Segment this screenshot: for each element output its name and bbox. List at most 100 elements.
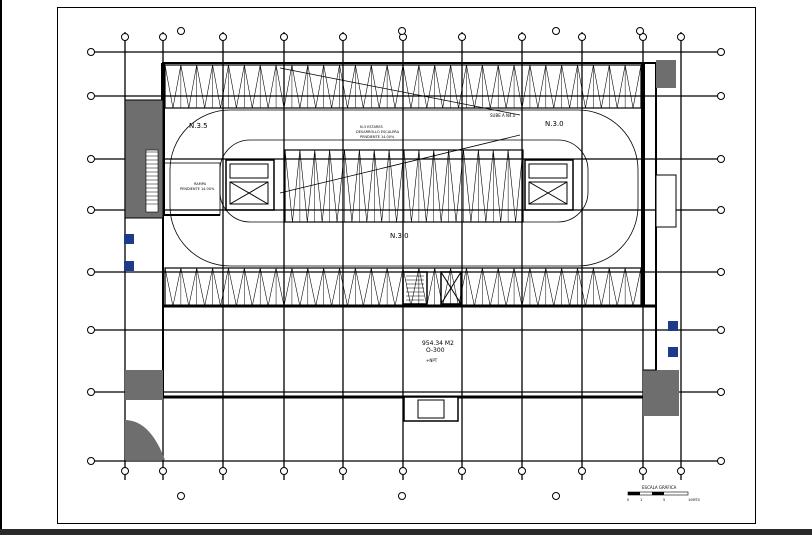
- left-note-2: PENDIENTE 14.00%: [180, 187, 215, 191]
- parking-stall: [196, 64, 213, 109]
- parking-stall: [507, 149, 524, 223]
- scale-bar: ESCALA GRÁFICA 0 1 5 10MTS: [627, 485, 701, 502]
- parking-stall: [492, 149, 509, 223]
- parking-stall: [529, 267, 547, 307]
- parking-stall: [359, 149, 375, 223]
- grid-bubble: [87, 92, 95, 100]
- parking-stall: [314, 149, 330, 223]
- scale-tick-0: 0: [627, 498, 629, 502]
- parking-stall: [529, 64, 547, 109]
- ramp-note-1: N-3 ESTARES: [360, 125, 384, 129]
- grid-bubble: [458, 467, 466, 475]
- parking-stall: [561, 267, 578, 307]
- parking-stall: [433, 149, 449, 223]
- grid-bubble: [677, 467, 685, 475]
- grid-bubble: [717, 48, 725, 56]
- parking-stall: [355, 267, 372, 307]
- grid-bubble: [639, 467, 647, 475]
- parking-stall: [608, 267, 626, 307]
- parking-stall: [466, 267, 483, 307]
- level-label-3: N.3.0: [390, 232, 409, 240]
- parking-stall: [497, 64, 515, 109]
- grid-bubble: [717, 206, 725, 214]
- right-block-top: [656, 60, 676, 88]
- ramp-note-2: DESARROLLO ESCALERA: [356, 130, 400, 134]
- parking-stall: [284, 149, 301, 223]
- lower-hall: [125, 304, 679, 460]
- grid-bubble: [219, 467, 227, 475]
- parking-stall: [450, 64, 467, 109]
- parking-stall: [228, 267, 245, 307]
- grid-bubble: [159, 33, 167, 41]
- frame-edge-bottom: [0, 529, 812, 535]
- parking-stall: [323, 267, 340, 307]
- parking-stall: [275, 64, 293, 109]
- parking-stall: [291, 267, 309, 307]
- parking-stall: [307, 267, 324, 307]
- grid-bubble: [87, 388, 95, 396]
- parking-stall: [466, 64, 483, 109]
- parking-stall: [339, 64, 356, 109]
- parking-stall: [373, 149, 390, 223]
- grid-bubble: [552, 492, 560, 500]
- right-ramp-box: [655, 174, 677, 228]
- grid-bubble: [717, 457, 725, 465]
- parking-stall: [344, 149, 360, 223]
- parking-stall: [355, 64, 372, 109]
- grid-bubble: [636, 27, 644, 35]
- scale-tick-2: 5: [663, 498, 665, 502]
- parking-stall: [212, 64, 229, 109]
- grid-bubble: [717, 155, 725, 163]
- parking-stall: [593, 267, 610, 307]
- parking-stall: [434, 64, 451, 109]
- parking-stall: [386, 64, 404, 109]
- parking-stall: [577, 64, 594, 109]
- parking-stall: [478, 149, 494, 223]
- parking-stall: [624, 64, 642, 109]
- grid-bubble: [339, 33, 347, 41]
- parking-stall: [259, 64, 277, 109]
- grid-bubble: [87, 268, 95, 276]
- grid-bubble: [87, 326, 95, 334]
- parking-stall: [418, 149, 435, 223]
- left-note-1: RAMPA: [194, 182, 207, 186]
- grid-bubble: [518, 33, 526, 41]
- left-ramp: [124, 99, 221, 219]
- grid-bubble: [717, 326, 725, 334]
- npt-tag: +NPT: [426, 358, 438, 363]
- parking-stall: [593, 64, 610, 109]
- scale-tick-1: 1: [640, 498, 642, 502]
- grid-bubble: [87, 206, 95, 214]
- parking-stall: [402, 267, 420, 307]
- parking-stall: [180, 64, 198, 109]
- grid-bubbles: [87, 27, 725, 500]
- parking-stall: [577, 267, 594, 307]
- level-label-1: N.3.5: [189, 122, 208, 130]
- parking-stall: [561, 64, 578, 109]
- parking-stall: [339, 267, 356, 307]
- grid-bubble: [177, 492, 185, 500]
- stair-core-center: [402, 271, 462, 305]
- parking-stall: [370, 267, 388, 307]
- parking-stall: [403, 149, 420, 223]
- grid-bubble: [552, 27, 560, 35]
- grid-bubble: [177, 27, 185, 35]
- parking-row-top: [164, 64, 642, 109]
- grid-bubble: [280, 467, 288, 475]
- area-label: 954.34 M2: [422, 340, 454, 347]
- grid-bubble: [578, 33, 586, 41]
- stair-core-left: [225, 159, 275, 211]
- grid-bubble: [518, 467, 526, 475]
- parking-stall: [164, 64, 182, 109]
- parking-stall: [545, 64, 562, 109]
- grid-bubble: [717, 92, 725, 100]
- grid-bubble: [280, 33, 288, 41]
- drive-aisle-outer: [169, 109, 639, 267]
- parking-stall: [608, 64, 626, 109]
- parking-stall: [418, 64, 436, 109]
- parking-stall: [180, 267, 198, 307]
- parking-stall: [164, 267, 182, 307]
- parking-stall: [545, 267, 562, 307]
- parking-stall: [259, 267, 277, 307]
